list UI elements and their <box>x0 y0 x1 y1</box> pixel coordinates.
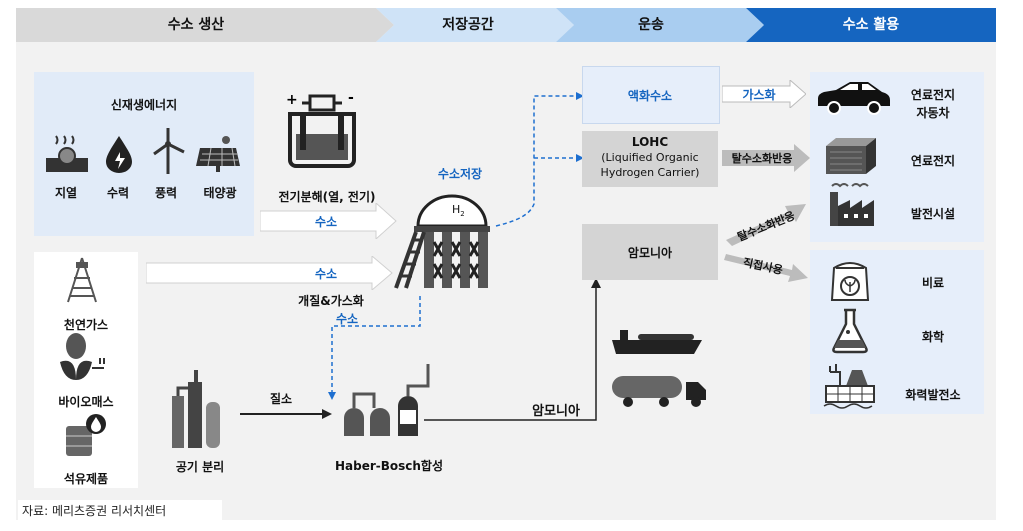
renewable-label-geothermal: 지열 <box>54 186 78 200</box>
stage-use-bg <box>746 8 996 42</box>
air-separation-icon <box>172 370 220 448</box>
power-plant-icon <box>830 183 874 226</box>
use-fcv-line1: 연료전지 <box>910 88 956 102</box>
flask-icon <box>832 308 868 354</box>
lohc-subtitle-1: (Liquified Organic <box>601 151 699 164</box>
lohc-subtitle-2: Hydrogen Carrier) <box>600 166 700 179</box>
use-thermal-plant: 화력발전소 <box>905 388 961 402</box>
stage-storage-bg <box>376 8 574 42</box>
haber-bosch-icon <box>344 364 430 436</box>
hydrogen-tank-icon <box>394 194 490 289</box>
tanker-truck-icon <box>612 376 706 407</box>
electrolysis-icon: + - <box>286 90 356 168</box>
ship-icon <box>612 330 702 354</box>
stage-use: 수소 활용 <box>842 17 900 33</box>
fossil-label-oil: 석유제품 <box>63 472 109 486</box>
water-drop-icon <box>106 136 132 173</box>
svg-text:+: + <box>286 92 298 108</box>
dehydro-arrow-2 <box>726 204 806 246</box>
stage-production: 수소 생산 <box>167 17 225 33</box>
nitrogen-label: 질소 <box>269 392 293 406</box>
stage-storage: 저장공간 <box>442 17 494 33</box>
renewable-label-solar: 태양광 <box>203 186 237 200</box>
dehydro-label-1: 탈수소화반응 <box>731 152 793 165</box>
use-fcv-line2: 자동차 <box>916 106 950 120</box>
use-chemistry: 화학 <box>921 330 945 344</box>
renewable-label-hydro: 수력 <box>106 186 130 200</box>
storage-title: 수소저장 <box>437 167 483 181</box>
dehydro-arrow-1 <box>722 144 810 172</box>
hydrogen-arrow-lower-label: 수소 <box>314 267 338 281</box>
hydrogen-arrow-upper-label: 수소 <box>314 215 338 229</box>
solar-panel-icon <box>196 136 240 172</box>
biomass-icon <box>60 333 105 380</box>
thermal-plant-icon <box>823 364 875 409</box>
use-power-plant: 발전시설 <box>910 207 956 221</box>
electrolysis-label: 전기분해(열, 전기) <box>278 190 376 204</box>
direct-use-arrow <box>724 254 808 282</box>
use-fertilizer: 비료 <box>921 276 945 290</box>
liquefied-hydrogen-box <box>582 66 720 124</box>
ammonia-box-label: 암모니아 <box>627 246 673 260</box>
stage-transport-bg <box>556 8 764 42</box>
gasify-label: 가스화 <box>742 88 776 102</box>
nitrogen-arrow <box>240 409 332 419</box>
tank-h2-label: H2 <box>452 203 465 218</box>
lohc-box <box>582 131 718 187</box>
gas-rig-icon <box>67 257 97 303</box>
use-fuel-cell: 연료전지 <box>910 154 956 168</box>
renewable-title: 신재생에너지 <box>110 98 178 112</box>
geothermal-icon <box>46 135 88 172</box>
oil-barrel-icon <box>66 414 106 456</box>
liquefied-hydrogen-label: 액화수소 <box>627 89 673 103</box>
stage-banner <box>16 8 996 42</box>
wind-turbine-icon <box>153 128 185 174</box>
lohc-title: LOHC <box>631 135 669 149</box>
fossil-label-biomass: 바이오매스 <box>58 395 114 409</box>
hydrogen-down-label: 수소 <box>335 312 359 326</box>
renewable-label-wind: 풍력 <box>154 186 178 200</box>
fertilizer-bag-icon <box>830 262 870 301</box>
source-note: 자료: 메리츠증권 리서치센터 <box>18 500 222 522</box>
gasify-arrow <box>722 80 806 108</box>
svg-text:-: - <box>348 90 354 106</box>
stage-transport: 운송 <box>638 17 664 33</box>
fossil-label-gas: 천연가스 <box>63 318 109 332</box>
hydrogen-arrow-upper <box>260 203 397 239</box>
car-icon <box>818 82 890 115</box>
tank-h2-subscript: 2 <box>460 210 465 219</box>
ammonia-box <box>582 224 718 280</box>
haber-bosch-label: Haber-Bosch합성 <box>334 459 444 473</box>
fuel-cell-stack-icon <box>826 138 876 174</box>
ammonia-flow-label: 암모니아 <box>532 404 580 419</box>
hydrogen-arrow-lower <box>146 256 393 290</box>
stage-production-bg <box>16 8 394 42</box>
tank-h2-symbol: H <box>452 203 461 216</box>
air-separation-label: 공기 분리 <box>175 460 225 474</box>
reforming-label: 개질&가스화 <box>298 294 364 308</box>
